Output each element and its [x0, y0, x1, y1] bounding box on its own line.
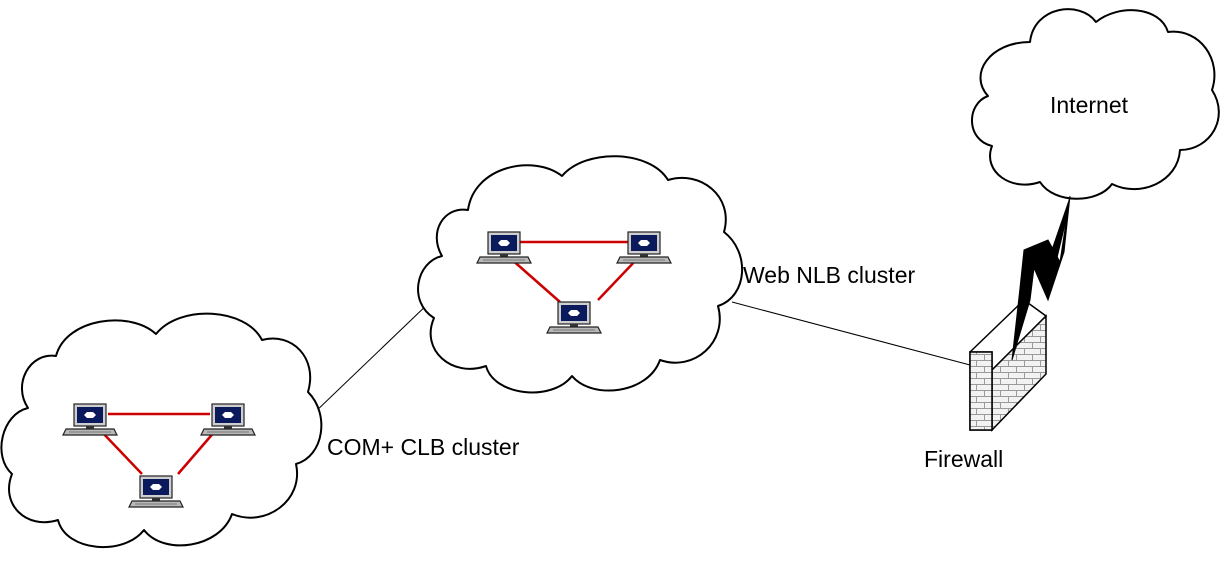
web-cluster-links — [509, 240, 639, 303]
connection-web-to-firewall — [731, 301, 971, 366]
web-nlb-cluster-label: Web NLB cluster — [743, 262, 915, 288]
web-nlb-cluster-cloud-icon — [417, 155, 744, 394]
internet-cloud-icon — [971, 8, 1220, 200]
com-clb-cluster-cloud-icon — [0, 312, 323, 549]
com-clb-cluster-label: COM+ CLB cluster — [327, 434, 520, 460]
firewall-icon — [968, 299, 1048, 432]
connection-com-to-web — [311, 299, 433, 416]
com-cluster-links — [99, 412, 217, 475]
internet-label: Internet — [1050, 92, 1129, 118]
firewall-label: Firewall — [924, 446, 1003, 472]
lightning-bolt-icon — [1011, 195, 1071, 361]
